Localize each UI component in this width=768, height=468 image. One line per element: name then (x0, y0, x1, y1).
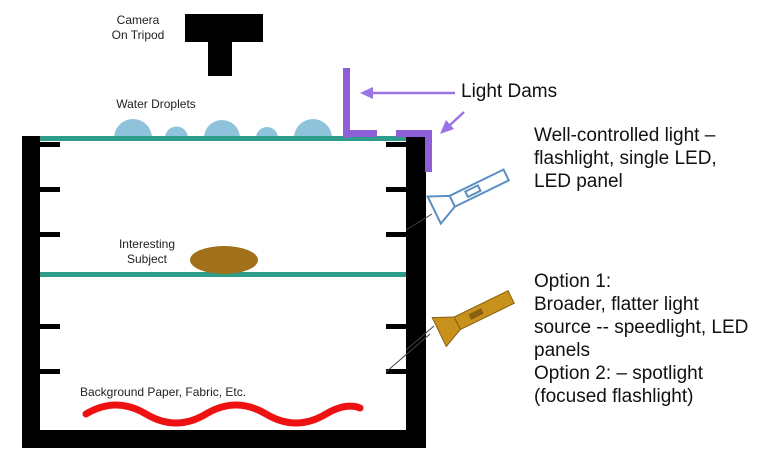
light-dams-label: Light Dams (461, 81, 558, 102)
water-droplets (114, 119, 332, 138)
options-line: Option 1: (534, 271, 612, 292)
interesting-subject (190, 246, 258, 274)
options-line: panels (534, 340, 590, 361)
light-description-line: LED panel (534, 171, 623, 192)
light-rays (385, 213, 435, 373)
camera-label: Camera On Tripod (100, 13, 176, 43)
camera-label-line2: On Tripod (111, 28, 165, 42)
aquarium-frame (22, 136, 426, 448)
camera-label-line1: Camera (116, 13, 160, 27)
water-droplets-label: Water Droplets (116, 97, 196, 111)
background-label: Background Paper, Fabric, Etc. (80, 385, 247, 399)
options-line: source -- speedlight, LED (534, 317, 749, 338)
subject-label-line1: Interesting (118, 237, 176, 251)
options-description: Option 1: Broader, flatter light source … (534, 270, 748, 408)
filled-flashlight-icon (431, 289, 515, 348)
light-description-line: flashlight, single LED, (534, 148, 717, 169)
light-description-line: Well-controlled light – (534, 125, 716, 146)
light-description: Well-controlled light – flashlight, sing… (534, 124, 717, 193)
options-line: (focused flashlight) (534, 386, 694, 407)
camera-icon (185, 14, 263, 76)
outline-flashlight-icon (426, 168, 511, 226)
subject-label: Interesting Subject (110, 237, 184, 267)
middle-glass (40, 272, 406, 277)
background-wave (82, 401, 364, 427)
subject-label-line2: Subject (126, 252, 168, 266)
options-line: Broader, flatter light (534, 294, 699, 315)
light-dams-arrows (360, 87, 465, 134)
light-dams (343, 68, 432, 172)
top-glass (40, 136, 406, 141)
options-line: Option 2: – spotlight (534, 363, 703, 384)
